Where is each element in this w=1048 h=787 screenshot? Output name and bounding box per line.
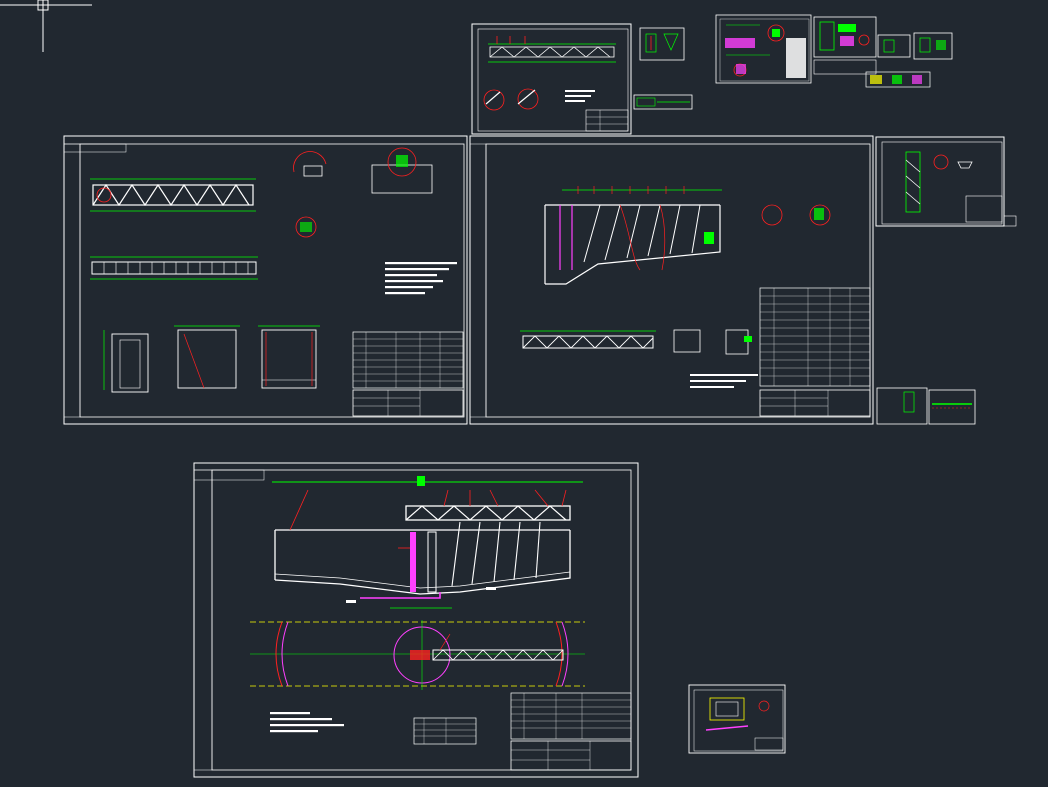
notes-block — [385, 262, 457, 295]
clarifier-plan — [250, 620, 585, 690]
parts-table — [352, 331, 464, 389]
truss-small — [520, 329, 752, 355]
title-block — [352, 389, 464, 417]
small-table — [413, 717, 477, 745]
title-block-2 — [759, 389, 871, 417]
sheet-bottom-large[interactable] — [193, 462, 639, 778]
sheet-left-large[interactable] — [63, 135, 468, 425]
detail-circles — [293, 147, 433, 238]
sheet-right-tiny[interactable] — [876, 387, 976, 425]
truss-elevation — [489, 46, 615, 58]
title-block-3 — [510, 740, 632, 771]
truss-plan — [90, 256, 258, 280]
sheet-right-small[interactable] — [875, 136, 1017, 227]
parts-table-2 — [759, 287, 871, 387]
truss-top-elevation — [90, 178, 256, 212]
crosshair-cursor — [0, 0, 92, 52]
notes-block-2 — [690, 374, 758, 388]
section-views — [103, 325, 320, 393]
notes-block-3 — [270, 712, 344, 733]
parts-table-3 — [510, 692, 632, 740]
sheet-top-small-4[interactable] — [813, 16, 953, 88]
clarifier-main-section — [272, 476, 583, 609]
sheet-top-small-1[interactable] — [471, 23, 632, 135]
sheet-top-small-3[interactable] — [715, 14, 812, 84]
clarifier-section — [544, 186, 831, 285]
sheet-middle-large[interactable] — [469, 135, 874, 425]
sheet-top-tiny-2[interactable] — [639, 27, 685, 61]
sheet-bottom-small[interactable] — [688, 684, 786, 754]
sheet-top-strip[interactable] — [633, 94, 693, 110]
